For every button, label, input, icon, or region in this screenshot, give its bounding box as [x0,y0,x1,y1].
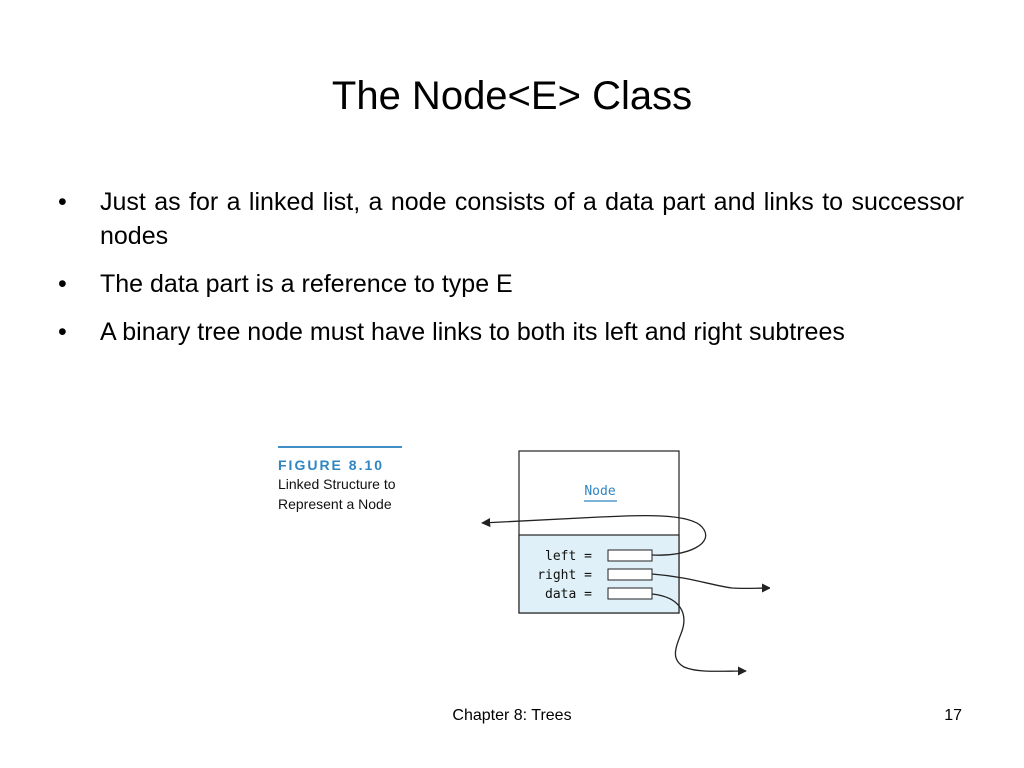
field-data-slot [607,587,653,600]
bullet-symbol: • [58,188,67,216]
data-link-arrow [651,593,747,676]
bullet-text: Just as for a linked list, a node consis… [100,188,964,250]
field-right-slot [607,568,653,581]
right-link-arrow [651,573,770,593]
field-left-slot [607,549,653,562]
figure-caption-line: Represent a Node [278,496,392,512]
figure-number: FIGURE 8.10 [278,457,385,473]
figure-caption-line: Linked Structure to [278,476,396,492]
bullet-text: The data part is a reference to type E [100,270,513,298]
bullet-item: • A binary tree node must have links to … [58,315,964,349]
bullet-text: A binary tree node must have links to bo… [100,318,845,346]
footer-page-number: 17 [944,707,962,724]
footer-chapter: Chapter 8: Trees [452,707,572,724]
caption-rule [278,446,402,448]
bullet-item: • The data part is a reference to type E [58,267,964,301]
bullet-symbol: • [58,318,67,346]
bullet-symbol: • [58,270,67,298]
field-left-label: left = [545,549,592,564]
bullet-list: • Just as for a linked list, a node cons… [58,185,964,363]
node-diagram: Node left = right = data = [481,450,770,676]
node-class-label: Node [584,484,615,499]
figure-caption: FIGURE 8.10 Linked Structure to Represen… [278,446,448,514]
left-link-arrow [481,514,707,556]
field-data-label: data = [545,587,592,602]
slide-title: The Node<E> Class [331,74,693,118]
bullet-item: • Just as for a linked list, a node cons… [58,185,964,253]
field-right-label: right = [537,568,592,583]
